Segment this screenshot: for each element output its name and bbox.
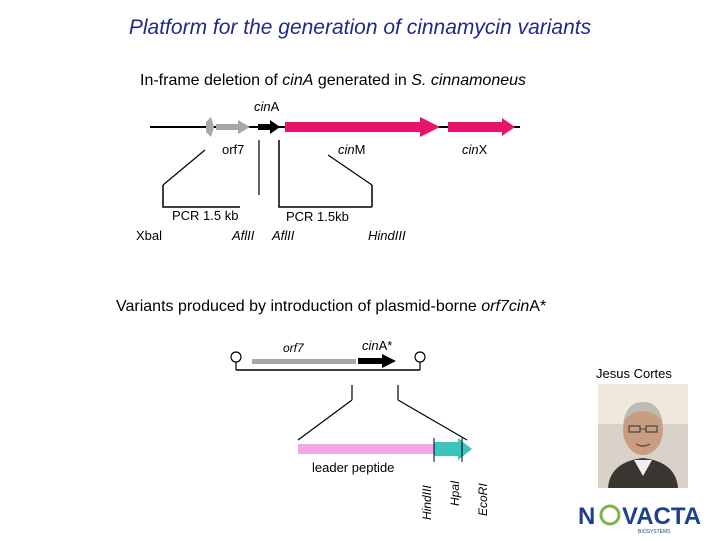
core-peptide-arrow (434, 438, 472, 460)
leader-peptide-bar (298, 444, 434, 454)
label-site-aflii-1: AflII (232, 228, 255, 243)
label-pcr-right: PCR 1.5kb (286, 209, 349, 224)
label-site-xbal: Xbal (136, 228, 163, 243)
pcr-right-bracket (278, 140, 372, 208)
cinA-arrow (258, 120, 280, 134)
bottom-section-heading: Variants produced by introduction of pla… (116, 298, 547, 315)
top-heading-prefix: In-frame deletion of (140, 72, 283, 89)
label-orf7: orf7 (222, 142, 245, 157)
pcr-left-diagonal (162, 149, 206, 186)
label-cinX: cinX (462, 142, 488, 157)
orf7-bar (252, 359, 356, 364)
terminator-left-icon (230, 351, 242, 363)
marker-shape (206, 117, 214, 137)
orf7-arrow (216, 120, 250, 134)
pcr-left-bracket (162, 185, 240, 208)
svg-text:BIOSYSTEMS: BIOSYSTEMS (638, 529, 671, 535)
portrait-photo (598, 384, 688, 488)
cinM-arrow (285, 117, 440, 137)
zoom-right-line (397, 399, 468, 441)
terminator-right-icon (414, 351, 426, 363)
label-bottom-cinA-star: cinA* (362, 338, 393, 353)
label-bottom-orf7: orf7 (283, 341, 304, 355)
svg-text:VACTA: VACTA (622, 503, 701, 530)
cinA-star-arrow (358, 354, 396, 368)
person-name: Jesus Cortes (596, 366, 672, 381)
cinX-arrow (448, 118, 515, 136)
label-site-aflii-2: AflII (272, 228, 295, 243)
label-bottom-hpal: HpaI (448, 480, 462, 506)
top-section-heading: In-frame deletion of cinA generated in S… (140, 72, 526, 90)
top-heading-mid: generated in (313, 72, 412, 89)
zoom-left-line (297, 399, 353, 441)
page-title: Platform for the generation of cinnamyci… (128, 16, 592, 39)
novacta-logo: N VACTA BIOSYSTEMS (574, 496, 706, 536)
label-cinM: cinM (338, 142, 366, 157)
label-pcr-left: PCR 1.5 kb (172, 208, 239, 223)
label-cinA: cinA (254, 99, 280, 114)
label-bottom-hindiii: HindIII (420, 485, 434, 520)
top-heading-species: S. cinnamoneus (411, 72, 527, 89)
label-site-hindiii: HindIII (368, 228, 406, 243)
novacta-logo-graphic: N VACTA BIOSYSTEMS (578, 503, 701, 535)
label-leader-peptide: leader peptide (312, 460, 395, 475)
pcr-right-diagonal (327, 154, 373, 186)
top-heading-gene: cinA (282, 72, 314, 89)
svg-text:N: N (578, 503, 595, 530)
label-bottom-ecori: EcoRI (476, 483, 490, 516)
